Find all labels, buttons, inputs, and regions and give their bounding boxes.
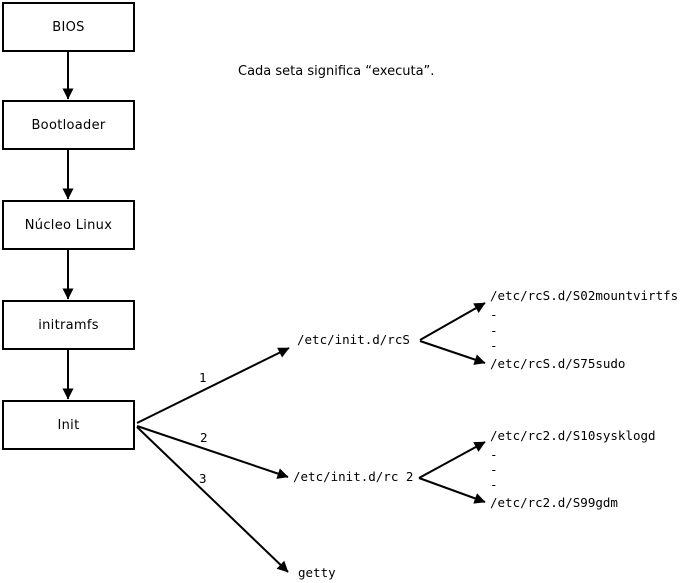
branch-number-3: 3 [199,471,207,486]
script-rcs-first: /etc/rcS.d/S02mountvirtfs [490,288,679,303]
script-rcs-last: /etc/rcS.d/S75sudo [490,356,626,371]
arrow-rc2-to-first-script [418,441,486,479]
ellipsis-dash: - [490,462,498,477]
arrow-rcs-to-first-script [419,302,486,341]
branch-number-2: 2 [200,430,208,445]
box-linux-kernel: Núcleo Linux [2,200,135,250]
box-bios: BIOS [2,2,135,52]
arrow-init-to-rcs [136,347,290,424]
arrow-rc2-to-last-script [418,477,486,504]
ellipsis-dash: - [490,338,498,353]
box-bootloader: Bootloader [2,100,135,150]
note-arrow-meaning: Cada seta significa “executa”. [238,64,435,79]
box-initramfs: initramfs [2,300,135,350]
target-getty: getty [298,565,336,580]
arrow-init-to-getty [136,426,289,573]
branch-number-1: 1 [199,370,207,385]
ellipsis-dash: - [490,477,498,492]
ellipsis-dash: - [490,323,498,338]
target-rc2: /etc/init.d/rc 2 [293,469,414,484]
arrow-rcs-to-last-script [419,340,486,365]
box-init: Init [2,400,135,450]
script-rc2-last: /etc/rc2.d/S99gdm [490,495,618,510]
arrow-init-to-rc2 [136,425,289,479]
target-rcs: /etc/init.d/rcS [297,332,410,347]
ellipsis-dash: - [490,447,498,462]
script-rc2-first: /etc/rc2.d/S10sysklogd [490,428,656,443]
ellipsis-dash: - [490,307,498,322]
